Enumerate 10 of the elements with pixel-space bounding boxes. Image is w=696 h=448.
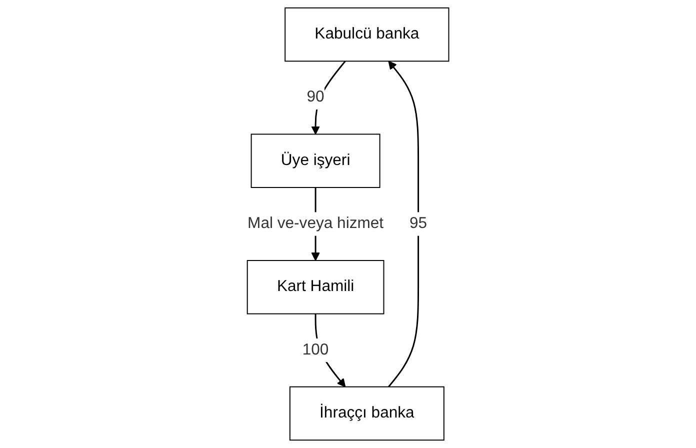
edge-label: 100 <box>302 341 329 358</box>
arrow <box>311 60 346 135</box>
edge-label: 95 <box>409 215 428 232</box>
node-box: Kabulcü banka <box>284 7 450 62</box>
node-box: Kart Hamili <box>246 260 384 314</box>
edge-label: Mal ve-veya hizmet <box>247 215 384 232</box>
edge-label: 90 <box>306 88 324 106</box>
arrow <box>388 60 419 388</box>
node-box: İhraççı banka <box>289 386 444 441</box>
node-box: Üye işyeri <box>250 134 380 188</box>
